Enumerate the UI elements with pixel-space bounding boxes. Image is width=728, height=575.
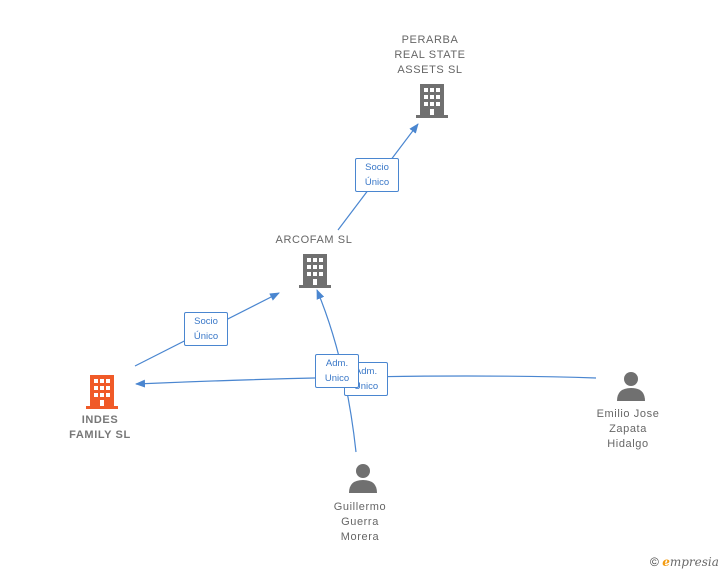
person-icon <box>617 372 645 401</box>
node-label-perarba: PERARBA REAL STATE ASSETS SL <box>394 34 466 76</box>
edge-label-indes-arcofam: Socio Único <box>184 312 228 346</box>
footer-credit: © empresia <box>650 555 719 569</box>
node-label-indes: INDES FAMILY SL <box>69 414 131 441</box>
building-icon <box>416 84 448 118</box>
copyright-symbol: © <box>650 555 659 569</box>
node-label-arcofam: ARCOFAM SL <box>275 234 353 246</box>
node-indes[interactable]: INDES FAMILY SL <box>50 413 150 443</box>
edge-emilio-indes <box>135 375 597 388</box>
building-icon <box>299 254 331 288</box>
node-guillermo[interactable]: Guillermo Guerra Morera <box>310 500 410 545</box>
node-perarba[interactable]: PERARBA REAL STATE ASSETS SL <box>380 33 480 78</box>
person-icon <box>349 464 377 493</box>
edge-label-guillermo-arcofam: Adm. Unico <box>315 354 359 388</box>
node-emilio[interactable]: Emilio Jose Zapata Hidalgo <box>578 407 678 452</box>
edge-label-arcofam-perarba: Socio Único <box>355 158 399 192</box>
node-label-emilio: Emilio Jose Zapata Hidalgo <box>596 408 660 450</box>
node-label-guillermo: Guillermo Guerra Morera <box>333 501 387 543</box>
node-arcofam[interactable]: ARCOFAM SL <box>258 233 370 248</box>
building-icon-highlight <box>86 375 118 409</box>
brand-logo[interactable]: empresia <box>662 555 719 569</box>
